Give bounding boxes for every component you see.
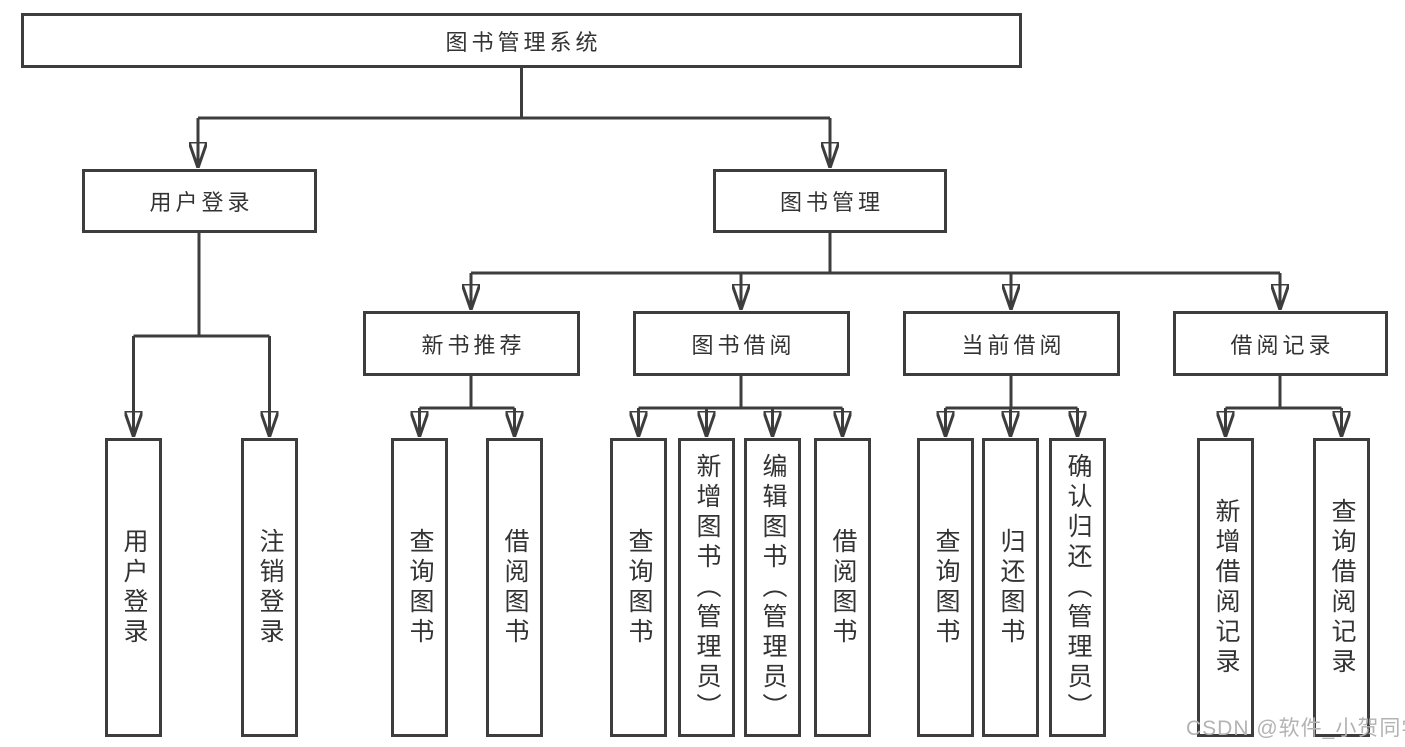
node-borrow-record: 借阅记录 (1173, 311, 1388, 376)
node-new-book-recommend-label: 新书推荐 (421, 332, 526, 358)
node-leaf-logout: 注销登录 (241, 438, 298, 737)
node-user-login: 用户登录 (82, 169, 317, 233)
node-book-management: 图书管理 (713, 169, 947, 233)
node-book-borrow: 图书借阅 (633, 311, 850, 376)
leaf-label: 查询图书 (406, 527, 434, 648)
leaf-label: 查询图书 (932, 527, 960, 648)
leaf-label: 编辑图书（管理员） (759, 452, 787, 723)
node-leaf-user-login: 用户登录 (105, 438, 162, 737)
node-book-management-label: 图书管理 (779, 190, 884, 215)
leaf-label: 新增借阅记录 (1212, 497, 1240, 678)
node-leaf-borrow-books-2: 借阅图书 (814, 438, 871, 737)
leaf-label: 查询借阅记录 (1328, 497, 1356, 678)
node-leaf-add-books-admin: 新增图书（管理员） (678, 438, 735, 737)
node-leaf-query-books: 查询图书 (391, 438, 448, 737)
node-leaf-borrow-books: 借阅图书 (486, 438, 543, 737)
node-root: 图书管理系统 (21, 13, 1022, 68)
leaf-label: 归还图书 (997, 527, 1025, 648)
node-current-borrow-label: 当前借阅 (961, 332, 1066, 358)
node-borrow-record-label: 借阅记录 (1230, 332, 1335, 358)
csdn-watermark: CSDN @软件_小贺同学 (1186, 717, 1405, 740)
node-new-book-recommend: 新书推荐 (363, 311, 580, 376)
node-leaf-add-borrow-record: 新增借阅记录 (1197, 438, 1254, 737)
leaf-label: 用户登录 (120, 527, 148, 648)
leaf-label: 借阅图书 (501, 527, 529, 648)
leaf-label: 注销登录 (256, 527, 284, 648)
leaf-label: 新增图书（管理员） (693, 452, 721, 723)
leaf-label: 查询图书 (625, 527, 653, 648)
node-leaf-edit-books-admin: 编辑图书（管理员） (744, 438, 801, 737)
node-leaf-confirm-return-admin: 确认归还（管理员） (1049, 438, 1106, 737)
node-leaf-query-books-2: 查询图书 (610, 438, 667, 737)
node-leaf-query-books-3: 查询图书 (917, 438, 974, 737)
node-leaf-query-borrow-record: 查询借阅记录 (1313, 438, 1370, 737)
node-leaf-return-books: 归还图书 (982, 438, 1039, 737)
leaf-label: 确认归还（管理员） (1064, 452, 1092, 723)
node-current-borrow: 当前借阅 (903, 311, 1120, 376)
node-root-label: 图书管理系统 (445, 29, 602, 55)
leaf-label: 借阅图书 (829, 527, 857, 648)
node-book-borrow-label: 图书借阅 (691, 332, 796, 358)
node-user-login-label: 用户登录 (149, 190, 254, 215)
